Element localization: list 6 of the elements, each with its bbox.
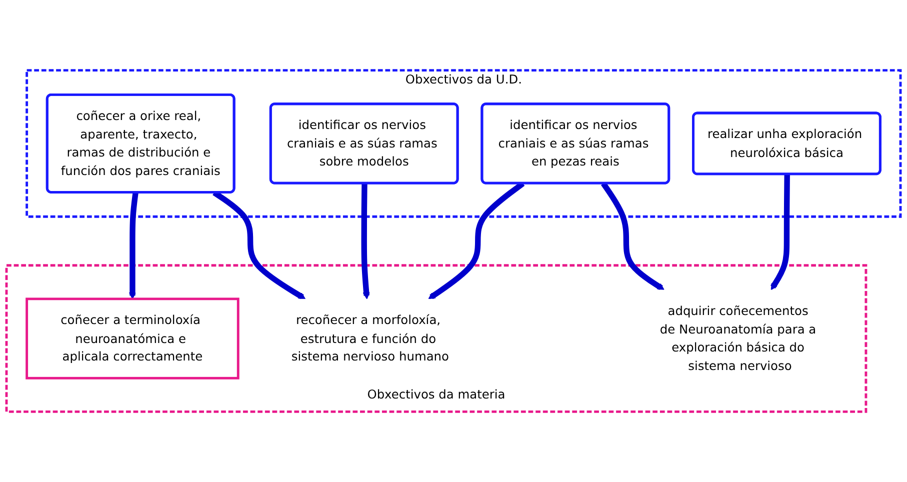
arrow <box>770 174 790 290</box>
node-box: coñecer a terminoloxía neuroanatómica e aplicala correctamente <box>26 298 240 380</box>
arrow <box>128 192 138 300</box>
node-text: adquirir coñecementos de Neuroanatomía para a exploración básica do sistema nervioso <box>660 304 816 374</box>
node-text: recoñecer a morfoloxía, estrutura e función do sistema nervioso humano <box>291 312 449 364</box>
arrow <box>361 183 370 300</box>
